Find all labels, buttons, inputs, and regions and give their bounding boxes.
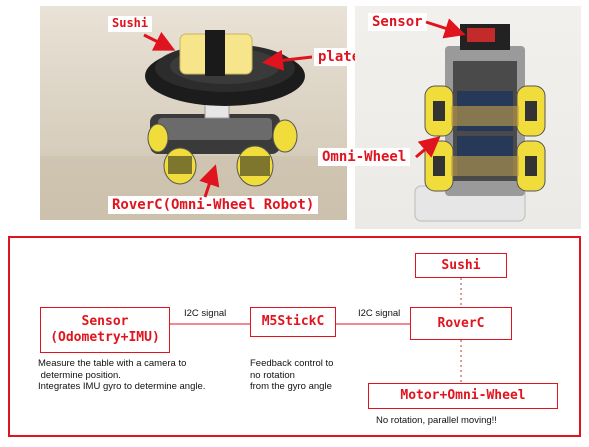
arrow-robot xyxy=(199,164,220,198)
node-sensor: Sensor (Odometry+IMU) xyxy=(40,307,170,353)
arrow-sensor xyxy=(425,18,466,39)
description-sensor: Measure the table with a camera to deter… xyxy=(38,358,205,393)
edge-label-m5stickc-roverc: I2C signal xyxy=(358,308,401,319)
description-m5stickc-line: no rotation xyxy=(250,369,295,381)
callout-plate: plate xyxy=(314,48,365,67)
description-m5stickc-line: from the gyro angle xyxy=(250,381,332,393)
node-motor-label: Motor+Omni-Wheel xyxy=(400,388,526,404)
node-sensor-subtitle: (Odometry+IMU) xyxy=(50,330,160,345)
description-motor: No rotation, parallel moving!! xyxy=(376,415,497,427)
description-m5stickc: Feedback control to no rotation from the… xyxy=(250,358,333,393)
node-sensor-title: Sensor xyxy=(81,314,129,330)
callout-sushi: Sushi xyxy=(108,16,153,32)
description-m5stickc-line: Feedback control to xyxy=(250,358,334,369)
node-m5stickc-label: M5StickC xyxy=(261,314,325,330)
edge-label-sensor-m5stickc: I2C signal xyxy=(184,308,227,319)
node-roverc: RoverC xyxy=(410,307,512,340)
description-sensor-line: determine position. xyxy=(38,369,121,381)
node-m5stickc: M5StickC xyxy=(250,307,336,337)
description-sensor-line: Measure the table with a camera to xyxy=(38,358,187,369)
omni-wheel-photo xyxy=(355,6,581,229)
callout-omni-wheel: Omni-Wheel xyxy=(318,148,411,167)
description-motor-line: No rotation, parallel moving!! xyxy=(376,415,497,426)
omni-wheel-illustration xyxy=(414,24,546,222)
callout-robot: RoverC(Omni-Wheel Robot) xyxy=(108,196,319,215)
system-diagram xyxy=(8,236,581,437)
node-motor: Motor+Omni-Wheel xyxy=(368,383,558,409)
description-sensor-line: Integrates IMU gyro to determine angle. xyxy=(38,381,206,393)
arrow-sushi xyxy=(143,31,176,51)
node-sushi-label: Sushi xyxy=(441,257,481,273)
arrow-omni-wheel xyxy=(415,136,441,159)
node-sushi: Sushi xyxy=(415,253,507,278)
arrow-plate xyxy=(262,49,313,71)
node-roverc-label: RoverC xyxy=(437,315,485,331)
callout-sensor: Sensor xyxy=(368,13,427,32)
